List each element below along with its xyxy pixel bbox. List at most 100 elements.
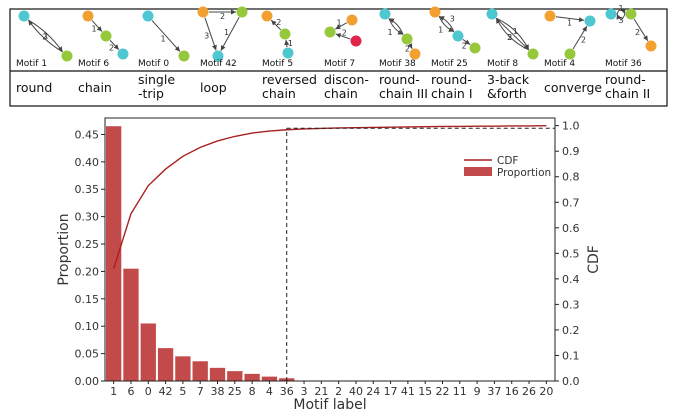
- x-tick-label: 22: [436, 385, 450, 398]
- x-tick-label: 21: [314, 385, 328, 398]
- x-tick-label: 7: [197, 385, 204, 398]
- motif-node: [409, 48, 421, 60]
- motif-name: discon-: [324, 72, 369, 87]
- legend-cdf-label: CDF: [497, 155, 518, 167]
- motif-edge-number: 3: [618, 16, 623, 25]
- motif-node: [625, 8, 637, 20]
- motif-node: [236, 6, 248, 18]
- y2-tick-label: 0.2: [562, 324, 580, 337]
- motif-node: [564, 48, 576, 60]
- motif-name: &forth: [487, 86, 527, 101]
- motif-edge-number: 1: [44, 31, 49, 40]
- y2-tick-label: 0.4: [562, 273, 580, 286]
- y-tick-label: 0.15: [75, 293, 100, 306]
- motif-edge-number: 3: [204, 31, 209, 40]
- x-tick-label: 36: [280, 385, 294, 398]
- y2-tick-label: 0.6: [562, 222, 580, 235]
- x-tick-label: 11: [453, 385, 467, 398]
- motif-edge-number: 1: [91, 25, 96, 34]
- x-tick-label: 41: [401, 385, 415, 398]
- x-tick-label: 0: [145, 385, 152, 398]
- motif-arrowhead: [212, 44, 217, 51]
- motif-edge-number: 2: [462, 41, 467, 50]
- y-tick-label: 0.45: [75, 128, 100, 141]
- motif-name: 3-back: [487, 72, 530, 87]
- motif-node: [61, 50, 73, 62]
- motif-name: round: [16, 80, 52, 95]
- motif-name: single: [138, 72, 175, 87]
- y2-tick-label: 0.0: [562, 375, 580, 388]
- motif-name: chain II: [605, 86, 650, 101]
- motif-node: [379, 8, 391, 20]
- motif-label: Motif 38: [379, 59, 416, 69]
- y2-tick-label: 0.8: [562, 171, 580, 184]
- motif-name: round-: [431, 72, 472, 87]
- motif-edge-number: 1: [337, 18, 342, 27]
- motif-node: [452, 30, 464, 42]
- motif-edge-number: 1: [618, 4, 623, 13]
- motif-node: [401, 33, 413, 45]
- motif-arrowhead: [523, 44, 529, 50]
- motif-label: Motif 5: [262, 59, 293, 69]
- motif-node: [346, 14, 358, 26]
- bar: [261, 376, 278, 381]
- x-tick-label: 26: [522, 385, 536, 398]
- bar: [244, 373, 260, 381]
- motif-node: [429, 6, 441, 18]
- y-tick-label: 0.20: [75, 265, 100, 278]
- motif-label: Motif 1: [16, 59, 47, 69]
- bar: [157, 348, 174, 381]
- legend-proportion-swatch: [464, 167, 492, 176]
- motif-label: Motif 0: [138, 59, 169, 69]
- motif-arrowhead: [643, 35, 648, 41]
- motif-node: [324, 26, 336, 38]
- x-tick-label: 24: [366, 385, 380, 398]
- motif-edge-number: 1: [567, 18, 572, 27]
- motif-node: [212, 50, 224, 62]
- motif-node: [527, 48, 539, 60]
- motif-arrowhead: [96, 26, 102, 32]
- motif-node: [486, 8, 498, 20]
- y-tick-label: 0.10: [75, 320, 100, 333]
- y2-tick-label: 0.7: [562, 196, 580, 209]
- motif-arrowhead: [464, 39, 471, 45]
- bar: [192, 361, 208, 381]
- bar: [175, 356, 191, 381]
- motif-edge-number: 1: [513, 27, 518, 36]
- motif-node: [544, 10, 556, 22]
- x-tick-label: 15: [418, 385, 432, 398]
- motif-label: Motif 25: [431, 59, 468, 69]
- y2-tick-label: 1.0: [562, 120, 580, 133]
- motif-label: Motif 7: [324, 59, 355, 69]
- x-tick-label: 1: [110, 385, 117, 398]
- motif-node: [142, 10, 154, 22]
- motif-arrowhead: [174, 46, 180, 52]
- motif-arrowhead: [28, 20, 34, 26]
- motif-name: round-: [605, 72, 646, 87]
- motif-name: chain: [78, 80, 112, 95]
- motif-node: [350, 35, 362, 47]
- motif-label: Motif 36: [605, 59, 642, 69]
- motif-arrowhead: [335, 24, 341, 30]
- motif-label: Motif 42: [200, 59, 237, 69]
- motif-name: chain I: [431, 86, 473, 101]
- motif-edge-number: 2: [405, 44, 410, 53]
- motif-arrowhead: [448, 27, 454, 32]
- motif-label: Motif 8: [487, 59, 518, 69]
- motif-name: chain: [262, 86, 296, 101]
- motif-arrowhead: [284, 39, 290, 46]
- motif-arrowhead: [231, 9, 236, 15]
- motif-arrowhead: [271, 20, 277, 26]
- motif-arrowhead: [616, 14, 622, 20]
- x-tick-label: 20: [539, 385, 553, 398]
- motif-name: loop: [200, 80, 227, 95]
- y-tick-label: 0.35: [75, 183, 100, 196]
- motif-edge-number: 1: [288, 39, 293, 48]
- motif-arrowhead: [397, 29, 404, 35]
